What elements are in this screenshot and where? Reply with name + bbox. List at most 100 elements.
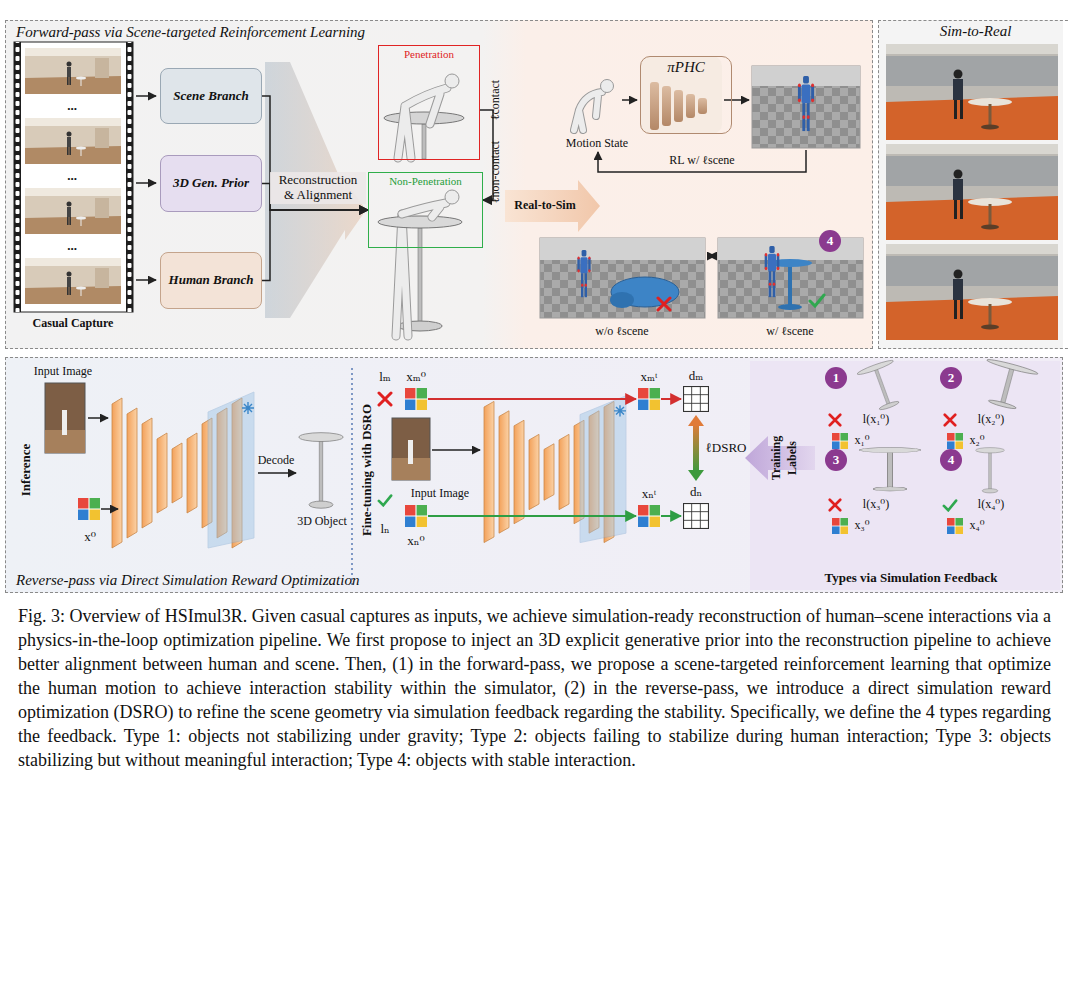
panel-ground xyxy=(5,20,873,349)
non-penetration-box: Non-Penetration xyxy=(368,172,483,248)
film-strip xyxy=(25,188,121,234)
feedback-type-objects xyxy=(945,415,956,426)
inference-pipeline xyxy=(101,508,118,510)
dsro-pipeline xyxy=(638,388,660,410)
motion-state-figure xyxy=(574,92,602,130)
callout-number: 2 xyxy=(940,367,962,389)
motion-state-figure xyxy=(574,80,614,131)
feedback-panel: Types via Simulation Feedback1234 xyxy=(750,361,1069,590)
figure-label: x₂⁰ xyxy=(970,434,985,448)
film-strip xyxy=(25,118,121,164)
figure-label: dₘ xyxy=(689,369,703,384)
motion-state-figure xyxy=(574,92,602,130)
dsro-pipeline xyxy=(405,505,427,527)
figure-label: xₘᵗ xyxy=(641,370,658,385)
dsro-pipeline xyxy=(379,387,815,543)
non-penetration-figure xyxy=(402,203,446,217)
figure-label: lₙ xyxy=(380,522,389,537)
simulation-view xyxy=(798,76,814,131)
film-strip xyxy=(14,42,133,312)
real-photo xyxy=(886,44,1058,140)
non-penetration-figure xyxy=(378,190,462,336)
dsro-pipeline xyxy=(688,415,704,426)
inference-pipeline xyxy=(45,368,352,585)
branch-box: Human Branch xyxy=(160,252,262,309)
figure-label: w/ ℓscene xyxy=(766,325,813,339)
dsro-pipeline xyxy=(661,398,681,400)
figure-label: Labels xyxy=(786,441,800,475)
figure-caption: Fig. 3: Overview of HSImul3R. Given casu… xyxy=(18,604,1051,772)
dsro-pipeline xyxy=(405,388,427,410)
feedback-type-objects xyxy=(832,518,848,534)
panel-ground xyxy=(5,357,1063,593)
callout-number: 4 xyxy=(819,230,841,252)
callout-number: 4 xyxy=(940,449,962,471)
real-photo xyxy=(886,244,1058,340)
simulation-view xyxy=(610,292,634,308)
figure-label: l(x₄⁰) xyxy=(978,498,1004,512)
policy-network xyxy=(650,82,659,130)
penetration-figure xyxy=(398,88,447,158)
film-strip xyxy=(25,48,121,94)
figure-label: w/o ℓscene xyxy=(595,325,648,339)
box-heading: Types via Simulation Feedback xyxy=(750,571,1069,586)
box-label: 2 xyxy=(948,371,955,386)
figure-label: Motion State xyxy=(566,137,628,151)
callout-number: 1 xyxy=(825,367,847,389)
inference-pipeline xyxy=(78,498,100,520)
figure-label: x⁰ xyxy=(84,530,96,545)
film-strip xyxy=(25,258,121,304)
connector-arrow xyxy=(262,210,368,281)
dsro-pipeline xyxy=(684,387,709,412)
panel-ground xyxy=(878,20,1063,349)
feedback-type-objects xyxy=(830,500,841,511)
dsro-pipeline xyxy=(432,449,480,451)
non-penetration-figure xyxy=(396,214,408,336)
flow-arrow xyxy=(709,255,715,257)
panel-ground xyxy=(5,20,1063,593)
figure-label: Input Image xyxy=(34,365,92,379)
simulation-view xyxy=(778,304,802,310)
policy-network xyxy=(674,90,683,122)
film-strip xyxy=(14,42,21,312)
inference-pipeline xyxy=(351,368,353,585)
input-arrow xyxy=(136,279,156,281)
figure-label: l(x₁⁰) xyxy=(863,413,889,427)
policy-box: πPHC xyxy=(640,56,732,134)
section-panel: Forward-pass via Scene-targeted Reinforc… xyxy=(5,20,873,349)
figure-label: ... xyxy=(67,239,77,254)
figure-label: Inference xyxy=(19,444,34,496)
penetration-figure xyxy=(398,88,447,158)
input-arrow xyxy=(136,96,156,280)
simulation-view xyxy=(718,238,863,260)
simulation-view xyxy=(752,66,860,148)
feedback-type-objects xyxy=(832,433,848,449)
connector-arrow xyxy=(262,96,368,210)
non-penetration-figure xyxy=(402,203,446,217)
dsro-pipeline xyxy=(745,436,815,480)
figure-label: ℓcontact xyxy=(489,80,503,120)
input-arrow xyxy=(136,95,156,97)
simulation-view xyxy=(788,266,792,306)
simulation-view xyxy=(810,295,824,306)
figure-label: 3D Object xyxy=(297,515,347,529)
box-label: 4 xyxy=(827,234,834,249)
film-strip xyxy=(14,42,133,312)
merge-arrow xyxy=(265,62,366,318)
panel-ground xyxy=(750,361,1060,590)
simulation-view xyxy=(577,250,590,297)
figure-label: x₄⁰ xyxy=(970,519,985,533)
penetration-figure xyxy=(422,124,426,159)
figure-label: RL w/ ℓscene xyxy=(669,154,734,168)
dsro-pipeline xyxy=(661,515,681,517)
figure-label: xₙᵗ xyxy=(642,487,657,502)
input-arrow xyxy=(136,182,156,184)
box-heading: πPHC xyxy=(641,59,731,76)
motion-state-figure xyxy=(601,80,614,93)
box-heading: Penetration xyxy=(379,48,479,61)
inference-pipeline xyxy=(45,383,85,453)
feedback-type-objects xyxy=(859,448,920,491)
feedback-type-objects xyxy=(947,518,963,534)
